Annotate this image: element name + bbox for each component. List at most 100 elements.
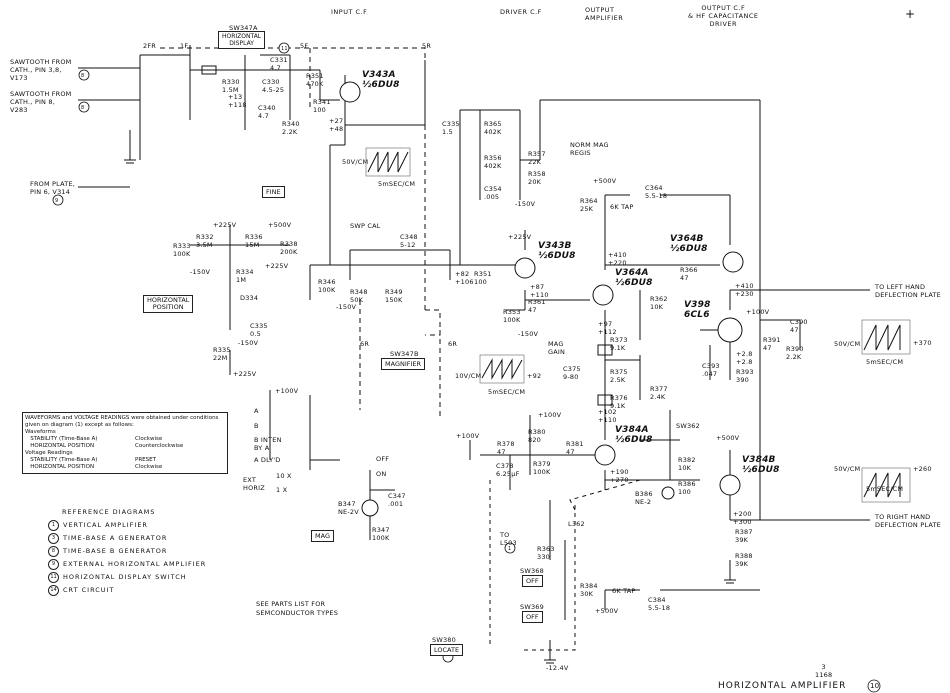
r388: R388 39K: [735, 552, 753, 568]
r390: R390 2.2K: [786, 345, 804, 361]
wave2-dc: +92: [527, 372, 542, 380]
legend-row: Voltage Readings: [25, 450, 225, 457]
p100a: +100V: [746, 308, 770, 316]
p225b: +225V: [265, 262, 289, 270]
r334: R334 1M: [236, 268, 254, 284]
r364: R364 25K: [580, 197, 598, 213]
legend-row: STABILITY (Time-Base A) PRESET: [25, 457, 225, 464]
r378: R378 47: [497, 440, 515, 456]
sw362-label: SW362: [676, 422, 700, 430]
sw369-off: OFF: [522, 611, 543, 623]
wave1-v: 50V/CM: [342, 158, 369, 166]
neg150c: -150V: [238, 339, 259, 347]
sw369-label: SW369: [520, 603, 544, 611]
legend-row-control: Waveforms: [25, 429, 56, 435]
c378: C378 6.25µF: [496, 462, 520, 478]
locate-box: LOCATE: [430, 644, 464, 656]
legend-row-setting: Clockwise: [135, 436, 163, 442]
legend-row: Waveforms: [25, 429, 225, 436]
sel-off: OFF: [376, 455, 390, 463]
legend-row-control: HORIZONTAL POSITION: [25, 443, 95, 449]
legend-row-setting: PRESET: [135, 457, 156, 463]
wave2-v: 10V/CM: [455, 372, 482, 380]
parts-note: SEE PARTS LIST FOR SEMCONDUCTOR TYPES: [256, 600, 339, 617]
pos-2fr: 2FR: [143, 42, 156, 50]
v410-220: +410 +220: [608, 251, 627, 267]
plus-mark: +: [905, 7, 916, 21]
sel-b: B: [254, 422, 259, 430]
input-sawtooth-b-ref: 8: [81, 105, 85, 111]
v27-48: +27 +48: [329, 117, 344, 133]
tube-v384a: V384A ½6DU8: [615, 425, 653, 445]
out-left-v: +370: [913, 339, 932, 347]
r336: R336 15M: [245, 233, 263, 249]
r375: R375 2.5K: [610, 368, 628, 384]
neg12: -12.4V: [546, 664, 569, 672]
r376: R376 9.1K: [610, 394, 628, 410]
b386: B386 NE-2: [635, 490, 653, 506]
r387: R387 39K: [735, 528, 753, 544]
c384: C384 5.5-18: [648, 596, 671, 612]
reference-text: HORIZONTAL DISPLAY SWITCH: [63, 573, 187, 581]
fine-box: FINE: [262, 186, 285, 198]
r393: R393 390: [736, 368, 754, 384]
c393: C393 .047: [702, 362, 720, 378]
r366: R366 47: [680, 266, 698, 282]
v102-110: +102 +110: [598, 408, 617, 424]
magnifier-box: MAGNIFIER: [381, 358, 426, 370]
sw347a-label: SW347A: [229, 24, 258, 32]
c335b: C335 0.5: [250, 322, 268, 338]
p100d: +100V: [275, 387, 299, 395]
r340: R340 2.2K: [282, 120, 300, 136]
r351b: R351 100: [474, 270, 492, 286]
v190-270: +190 +270: [610, 468, 629, 484]
neg150d: -150V: [336, 303, 357, 311]
norm-mag-regis: NORM MAG REGIS: [570, 141, 609, 157]
conditions-legend: WAVEFORMS and VOLTAGE READINGS were obta…: [22, 412, 228, 474]
r361: R361 47: [528, 298, 546, 314]
legend-intro: WAVEFORMS and VOLTAGE READINGS were obta…: [25, 415, 219, 428]
sel-ext: EXT HORIZ: [243, 476, 265, 492]
r349: R349 150K: [385, 288, 403, 304]
mag-gain-label: MAG GAIN: [548, 340, 566, 356]
sel-10x: 10 X: [276, 472, 292, 480]
sw380-label: SW380: [432, 636, 456, 644]
r379: R379 100K: [533, 460, 551, 476]
c347: C347 .001: [388, 492, 406, 508]
pos-6r-a: 6R: [360, 340, 370, 348]
header-output-cf: OUTPUT C.F & HF CAPACITANCE DRIVER: [688, 4, 759, 28]
wave4-v: 50V/CM: [834, 465, 861, 473]
input-from-plate: FROM PLATE, PIN 6, V314: [30, 180, 76, 196]
legend-row-control: Voltage Readings: [25, 450, 73, 456]
pos-5r: 5R: [422, 42, 432, 50]
swp-cal-label: SWP CAL: [350, 222, 381, 230]
v410-230: +410 +230: [735, 282, 754, 298]
footer-num: 10: [870, 682, 880, 690]
horiz-display-box: HORIZONTAL DISPLAY: [218, 31, 266, 49]
l362: L362: [568, 520, 585, 528]
sel-1x: 1 X: [276, 486, 288, 494]
r377: R377 2.4K: [650, 385, 668, 401]
tube-v343b: V343B ½6DU8: [538, 241, 576, 261]
r381: R381 47: [566, 440, 584, 456]
c335: C335 1.5: [442, 120, 460, 136]
header-input-cf: INPUT C.F: [331, 8, 368, 16]
legend-row-control: STABILITY (Time-Base A): [25, 457, 98, 463]
input-sawtooth-a-ref: 8: [81, 73, 85, 79]
tube-v384b: V384B ½6DU8: [742, 455, 780, 475]
to-l503: TO L503: [500, 531, 517, 547]
wave3-t: 5mSEC/CM: [866, 358, 904, 366]
reference-text: TIME-BASE B GENERATOR: [63, 547, 168, 555]
input-from-plate-ref: 9: [55, 198, 59, 204]
sel-a: A: [254, 407, 259, 415]
c364: C364 5.5-18: [645, 184, 668, 200]
legend-rows: Waveforms STABILITY (Time-Base A) Clockwi…: [25, 429, 225, 471]
reference-number: 9: [48, 559, 59, 570]
b347: B347 NE-2V: [338, 500, 359, 516]
